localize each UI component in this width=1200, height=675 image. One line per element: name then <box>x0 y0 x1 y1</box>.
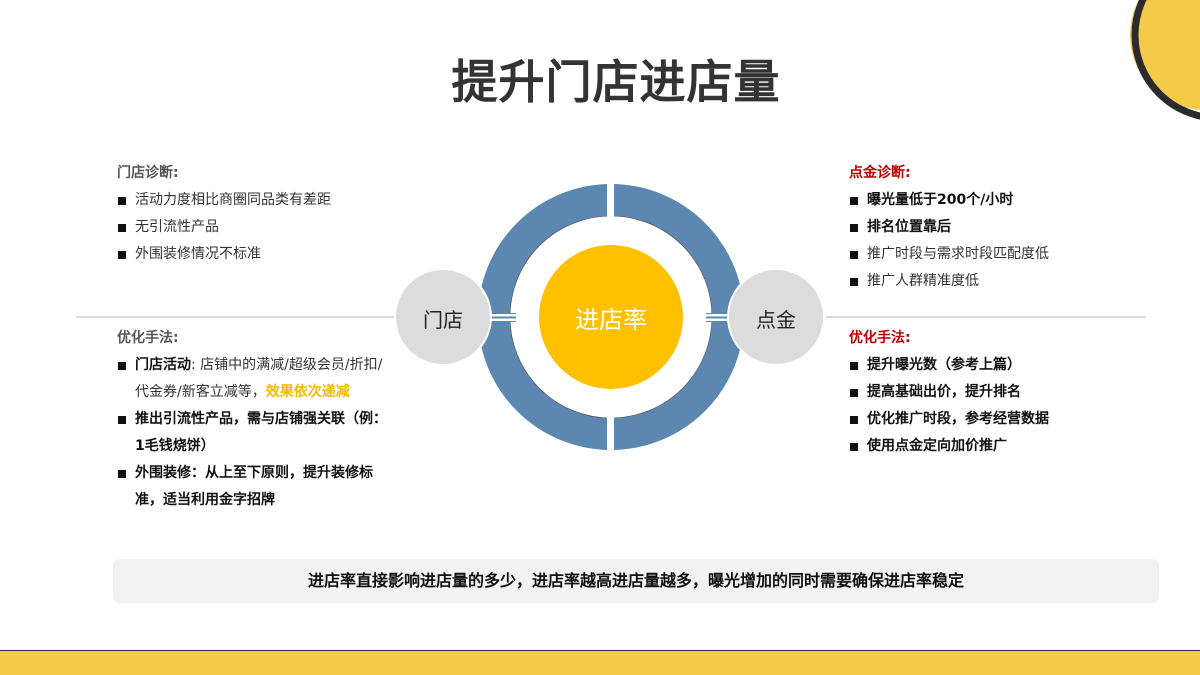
store-diagnosis: 门店诊断: 活动力度相比商圈同品类有差距 无引流性产品 外围装修情况不标准 <box>117 160 397 268</box>
dianjin-diagnosis-heading: 点金诊断: <box>849 165 911 181</box>
list-item: 曝光量低于200个/小时 <box>849 187 1109 214</box>
list-item: 活动力度相比商圈同品类有差距 <box>117 187 397 214</box>
corner-decoration <box>1100 0 1200 130</box>
list-item: 提升曝光数（参考上篇） <box>849 352 1109 379</box>
list-item: 推广人群精准度低 <box>849 268 1109 295</box>
list-item: 提高基础出价，提升排名 <box>849 379 1109 406</box>
list-item: 外围装修情况不标准 <box>117 241 397 268</box>
dianjin-diagnosis: 点金诊断: 曝光量低于200个/小时 排名位置靠后 推广时段与需求时段匹配度低 … <box>849 160 1109 295</box>
page-title: 提升门店进店量 <box>451 55 781 109</box>
footer-bar <box>0 651 1200 675</box>
store-optimization: 优化手法: 门店活动: 店铺中的满减/超级会员/折扣/代金券/新客立减等，效果依… <box>117 325 387 514</box>
list-item: 外围装修：从上至下原则，提升装修标准，适当利用金字招牌 <box>117 460 387 514</box>
list-item: 使用点金定向加价推广 <box>849 433 1109 460</box>
list-item: 优化推广时段，参考经营数据 <box>849 406 1109 433</box>
divider-left <box>76 316 396 318</box>
highlight-text: 效果依次递减 <box>265 384 350 400</box>
store-diagnosis-heading: 门店诊断: <box>117 165 179 181</box>
entry-rate-label: 进店率 <box>575 306 647 334</box>
list-item: 无引流性产品 <box>117 214 397 241</box>
dianjin-optimization-heading: 优化手法: <box>849 330 911 346</box>
list-item: 门店活动: 店铺中的满减/超级会员/折扣/代金券/新客立减等，效果依次递减 <box>117 352 387 406</box>
store-optimization-heading: 优化手法: <box>117 330 179 346</box>
list-item: 推出引流性产品，需与店铺强关联（例：1毛钱烧饼） <box>117 406 387 460</box>
store-node-label: 门店 <box>423 308 463 332</box>
summary-banner: 进店率直接影响进店量的多少，进店率越高进店量越多，曝光增加的同时需要确保进店率稳… <box>113 559 1159 603</box>
dianjin-node-label: 点金 <box>756 308 796 332</box>
list-item: 排名位置靠后 <box>849 214 1109 241</box>
divider-right <box>826 316 1146 318</box>
dianjin-optimization: 优化手法: 提升曝光数（参考上篇） 提高基础出价，提升排名 优化推广时段，参考经… <box>849 325 1109 460</box>
footer-divider <box>0 650 1200 651</box>
list-item: 推广时段与需求时段匹配度低 <box>849 241 1109 268</box>
